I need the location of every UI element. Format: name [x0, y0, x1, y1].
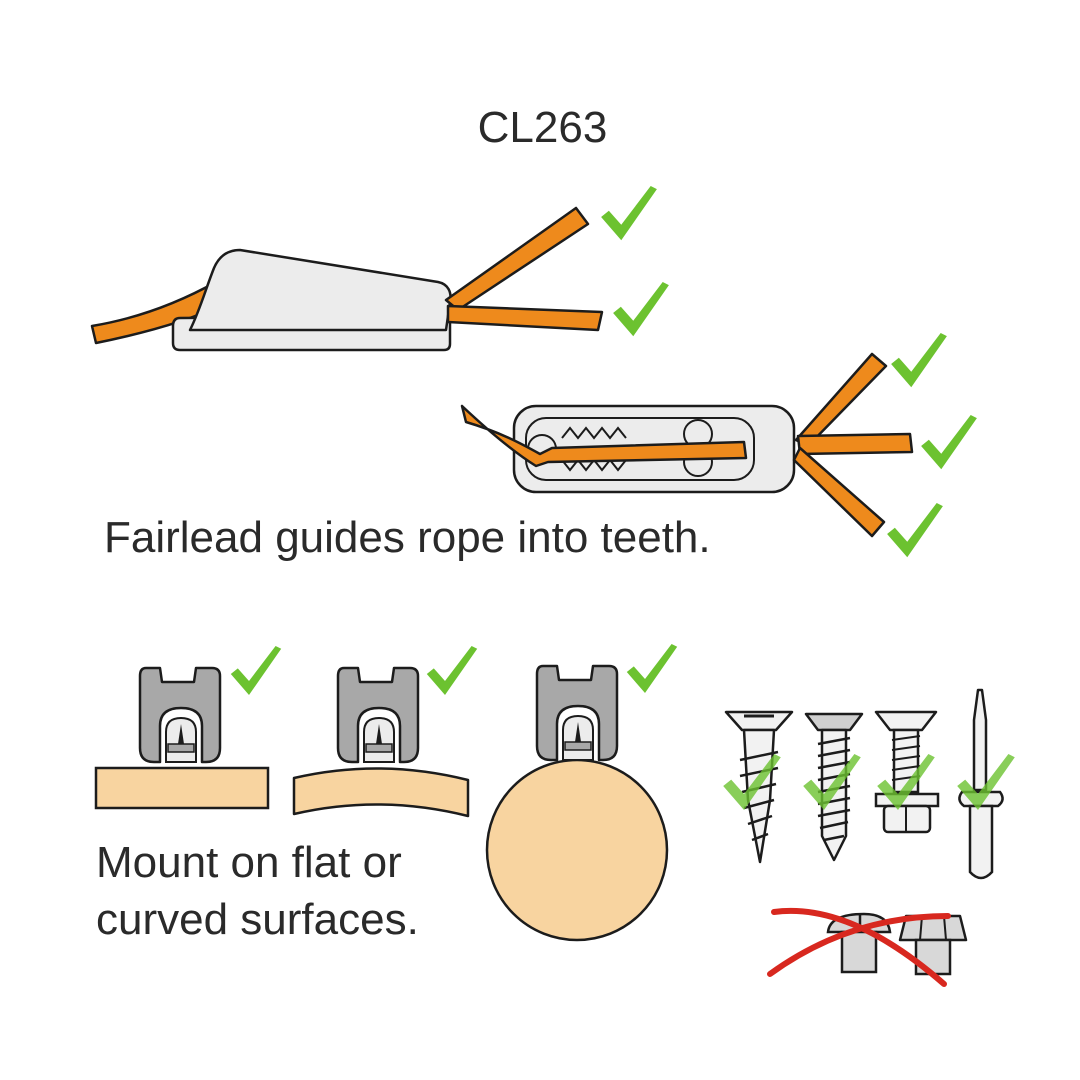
countersunk-bolt-with-nut-icon	[874, 710, 940, 834]
check-icon	[230, 646, 282, 695]
flat-surface	[94, 766, 270, 810]
check-icon	[426, 646, 478, 695]
top-view-cleat-diagram	[460, 333, 977, 558]
cleat-body-side	[188, 248, 452, 332]
side-view-cleat-diagram	[90, 186, 669, 352]
mount-caption-line-2: curved surfaces.	[96, 895, 419, 944]
curved-surface	[292, 767, 470, 818]
mount-surfaces-diagram	[94, 644, 678, 942]
cleat-end-view	[138, 666, 222, 764]
fasteners-diagram	[723, 688, 1015, 987]
cross-icon	[767, 908, 951, 987]
hex-bolt-icon	[898, 914, 968, 976]
cleat-teeth-upper	[561, 426, 627, 440]
round-surface	[485, 758, 669, 942]
check-icon	[626, 644, 678, 693]
rope-exit-down	[792, 446, 886, 538]
rope-entering-top	[460, 404, 748, 468]
check-icon	[921, 415, 977, 470]
cleat-end-view	[535, 664, 619, 762]
check-icon	[613, 282, 669, 337]
check-icon	[891, 333, 947, 388]
rope-exit-up	[794, 352, 888, 448]
check-icon	[887, 503, 943, 558]
product-code-title: CL263	[477, 103, 608, 152]
rope-exit-straight	[446, 304, 604, 332]
check-icon	[601, 186, 657, 241]
rope-exit-up	[444, 206, 590, 312]
fairlead-caption: Fairlead guides rope into teeth.	[104, 513, 711, 562]
mount-caption-line-1: Mount on flat or	[96, 838, 402, 887]
cleat-end-view	[336, 666, 420, 764]
countersunk-wood-screw-icon	[724, 710, 794, 864]
rope-exit-straight	[796, 432, 914, 456]
